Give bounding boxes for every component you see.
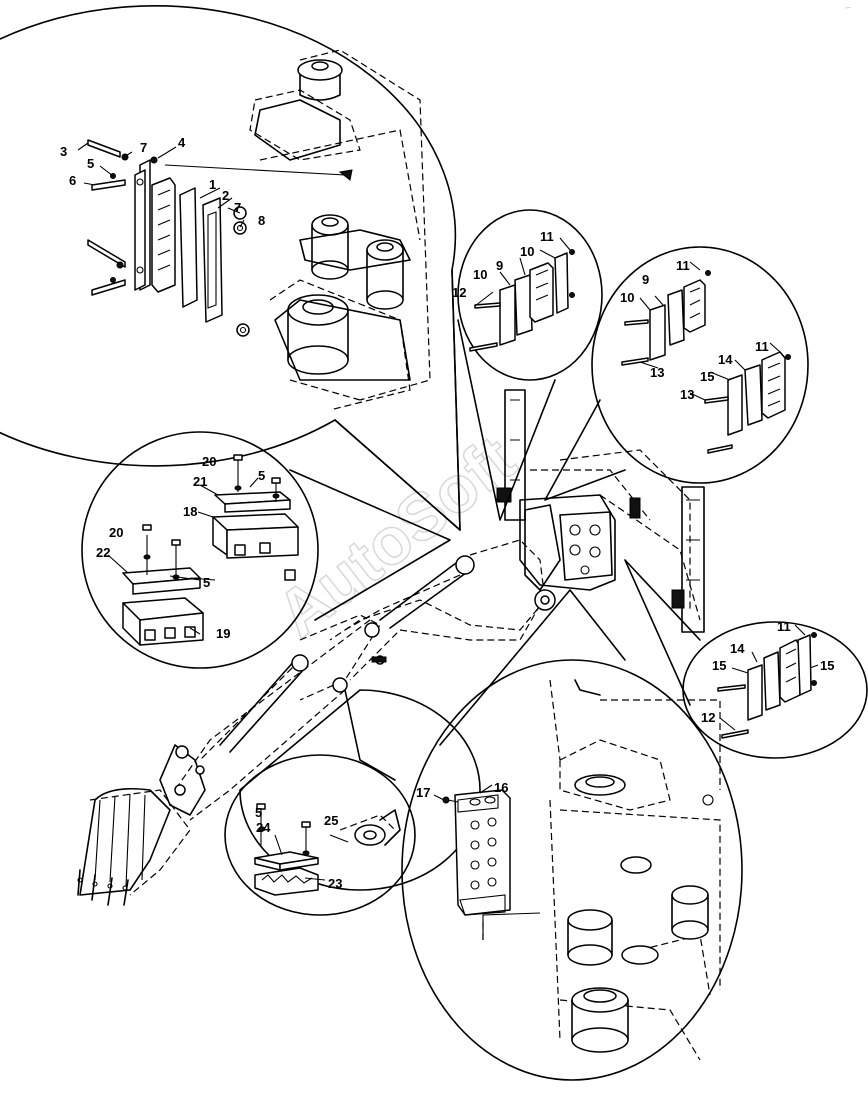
callout-18: 18 — [183, 504, 197, 519]
callout-20: 20 — [202, 454, 216, 469]
clamp-block-lower — [122, 524, 204, 646]
detail-view-left — [81, 431, 451, 669]
callout-20b: 20 — [109, 525, 123, 540]
callout-17: 17 — [416, 785, 430, 800]
callout-19: 19 — [216, 626, 230, 641]
excavator-arm-assembly — [77, 389, 705, 906]
callout-21: 21 — [193, 474, 207, 489]
bracket-plate — [442, 789, 541, 940]
callout-1: 1 — [209, 177, 216, 192]
callout-25: 25 — [324, 813, 338, 828]
callout-24: 24 — [256, 820, 271, 835]
callout-13-b2: 13 — [680, 387, 694, 402]
callout-6: 6 — [69, 173, 76, 188]
detail-view-top-left — [0, 5, 461, 531]
callout-16: 16 — [494, 780, 508, 795]
pivot-pins — [274, 214, 411, 381]
swing-frame — [496, 389, 705, 633]
callout-5: 5 — [87, 156, 94, 171]
callout-4: 4 — [178, 135, 186, 150]
callout-14-c: 14 — [730, 641, 745, 656]
detail-view-top-right-a — [457, 209, 603, 521]
callout-11-b: 11 — [676, 258, 690, 273]
callout-7b: 7 — [234, 200, 241, 215]
watermark: AutoSoft — [263, 421, 528, 651]
callout-15-c: 15 — [712, 658, 726, 673]
callout-2: 2 — [222, 188, 229, 203]
callout-14-b: 14 — [718, 352, 733, 367]
bucket — [77, 787, 191, 906]
callout-23: 23 — [328, 876, 342, 891]
callout-labels: 1 2 3 4 5 6 7 7 8 20 21 5 18 20 22 5 19 … — [60, 135, 834, 891]
detail-view-top-right-b — [544, 246, 809, 501]
callout-5-left: 5 — [258, 468, 265, 483]
detail-view-bottom-right — [401, 589, 743, 1081]
callout-13-b: 13 — [650, 365, 664, 380]
callout-10-a: 10 — [520, 244, 534, 259]
callout-9-b: 9 — [642, 272, 649, 287]
clamp-block-upper — [212, 454, 299, 581]
callout-15-b: 15 — [700, 369, 714, 384]
callout-5-bottom: 5 — [255, 805, 262, 820]
callout-12-a: 12 — [452, 285, 466, 300]
callout-7: 7 — [140, 140, 147, 155]
callout-10-a2: 10 — [473, 267, 487, 282]
cylinder-rod-end — [339, 809, 401, 846]
callout-22: 22 — [96, 545, 110, 560]
callout-15-c2: 15 — [820, 658, 834, 673]
callout-8: 8 — [258, 213, 265, 228]
detail-view-right — [624, 559, 868, 759]
detail-view-bottom-left — [224, 689, 481, 916]
callout-10-b: 10 — [620, 290, 634, 305]
callout-12-c: 12 — [701, 710, 715, 725]
callout-11-b2: 11 — [755, 339, 769, 354]
callout-11-a: 11 — [540, 229, 554, 244]
callout-11-c: 11 — [777, 619, 791, 634]
callout-9-a: 9 — [496, 258, 503, 273]
corner-mark: ⌐ — [846, 3, 851, 12]
clamp-plates-top-left — [87, 139, 250, 337]
callout-5-left-b: 5 — [203, 575, 210, 590]
callout-3: 3 — [60, 144, 67, 159]
